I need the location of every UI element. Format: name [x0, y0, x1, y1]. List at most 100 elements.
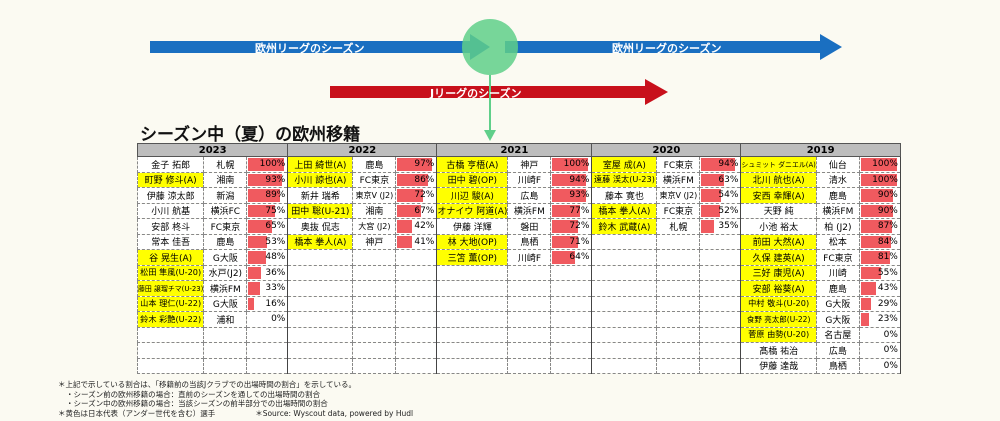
playing-time-cell: 67% [395, 202, 438, 219]
player-name: 橋本 拳人(A) [591, 202, 658, 219]
playing-time-value: 52% [718, 205, 739, 216]
playing-time-cell: 54% [699, 187, 742, 204]
club-name [656, 233, 701, 250]
club-name [507, 311, 552, 328]
playing-time-cell [699, 357, 742, 374]
player-name: 菅原 由勢(U-20) [740, 326, 817, 343]
club-name [352, 249, 397, 266]
playing-time-bar [552, 158, 589, 171]
player-name: 田中 聡(U-21) [287, 202, 354, 219]
playing-time-bar [248, 173, 282, 186]
year-header: 2019 [740, 143, 901, 157]
playing-time-cell [395, 357, 438, 374]
playing-time-cell [699, 311, 742, 328]
playing-time-cell: 100% [550, 156, 593, 173]
playing-time-cell: 36% [246, 264, 289, 281]
playing-time-value: 0% [271, 314, 286, 325]
playing-time-cell [550, 311, 593, 328]
playing-time-cell: 97% [395, 156, 438, 173]
club-name: 東京V (J2) [656, 187, 701, 204]
player-name: 山本 理仁(U-22) [136, 295, 205, 312]
club-name: 広島 [507, 187, 552, 204]
player-name: 松田 隼風(U-20) [136, 264, 205, 281]
playing-time-value: 42% [414, 221, 435, 232]
playing-time-value: 54% [718, 190, 739, 201]
player-name: 小川 諒也(A) [287, 171, 354, 188]
playing-time-cell: 55% [858, 264, 901, 281]
playing-time-bar [701, 189, 721, 202]
club-name [352, 357, 397, 374]
playing-time-cell: 23% [858, 311, 901, 328]
player-name [436, 264, 509, 281]
footnotes: ＊上記で示している割合は、「移籍前の当該Jクラブでの出場時間の割合」を示している… [58, 380, 413, 418]
club-name: 湘南 [203, 171, 248, 188]
player-name: 伊藤 涼太郎 [136, 187, 205, 204]
playing-time-cell [550, 295, 593, 312]
playing-time-cell: 90% [858, 187, 901, 204]
playing-time-cell [550, 357, 593, 374]
club-name [656, 342, 701, 359]
player-name: 遠藤 渓太(U-23) [591, 171, 658, 188]
playing-time-value: 100% [872, 174, 898, 185]
player-name: 食野 亮太郎(U-22) [740, 311, 817, 328]
player-name: 町野 修斗(A) [136, 171, 205, 188]
playing-time-value: 89% [265, 190, 286, 201]
playing-time-value: 97% [414, 159, 435, 170]
club-name: G大阪 [203, 295, 248, 312]
europe-season-label-2: 欧州リーグのシーズン [612, 42, 722, 55]
playing-time-value: 84% [877, 236, 898, 247]
player-name [436, 311, 509, 328]
playing-time-cell [395, 295, 438, 312]
club-name: FC東京 [203, 218, 248, 235]
playing-time-cell: 42% [395, 218, 438, 235]
player-name [436, 280, 509, 297]
club-name [352, 326, 397, 343]
playing-time-bar [248, 189, 281, 202]
note-4: ＊黄色は日本代表（アンダー世代を含む）選手 [58, 408, 216, 418]
playing-time-cell: 93% [246, 171, 289, 188]
playing-time-value: 67% [414, 205, 435, 216]
playing-time-bar [552, 220, 579, 233]
club-name: 横浜FM [815, 202, 860, 219]
club-name [507, 326, 552, 343]
player-name [591, 280, 658, 297]
club-name: 横浜FM [507, 202, 552, 219]
player-name: 上田 綺世(A) [287, 156, 354, 173]
playing-time-bar [860, 251, 891, 264]
player-name: 三笘 薫(OP) [436, 249, 509, 266]
playing-time-value: 87% [877, 221, 898, 232]
club-name: 湘南 [352, 202, 397, 219]
playing-time-value: 41% [414, 236, 435, 247]
playing-time-cell [550, 326, 593, 343]
playing-time-cell [699, 280, 742, 297]
playing-time-cell: 52% [699, 202, 742, 219]
playing-time-cell: 77% [550, 202, 593, 219]
playing-time-bar [860, 235, 892, 248]
player-name: 田中 碧(OP) [436, 171, 509, 188]
club-name [352, 295, 397, 312]
playing-time-cell: 43% [858, 280, 901, 297]
playing-time-bar [860, 204, 894, 217]
playing-time-value: 94% [569, 174, 590, 185]
player-name [591, 311, 658, 328]
playing-time-bar [248, 235, 268, 248]
player-name [287, 264, 354, 281]
club-name: 大宮 (J2) [352, 218, 397, 235]
player-name: 橋本 拳人(A) [287, 233, 354, 250]
year-header: 2022 [287, 143, 438, 157]
playing-time-bar [860, 173, 897, 186]
club-name [656, 311, 701, 328]
club-name [352, 311, 397, 328]
club-name [656, 295, 701, 312]
playing-time-value: 23% [877, 314, 898, 325]
club-name: 横浜FM [656, 171, 701, 188]
club-name: G大阪 [203, 249, 248, 266]
player-name [287, 342, 354, 359]
player-name: 藤田 譲瑠チマ(U-23) [136, 280, 205, 297]
player-name: シュミット ダニエル(A) [740, 156, 817, 173]
club-name [656, 280, 701, 297]
